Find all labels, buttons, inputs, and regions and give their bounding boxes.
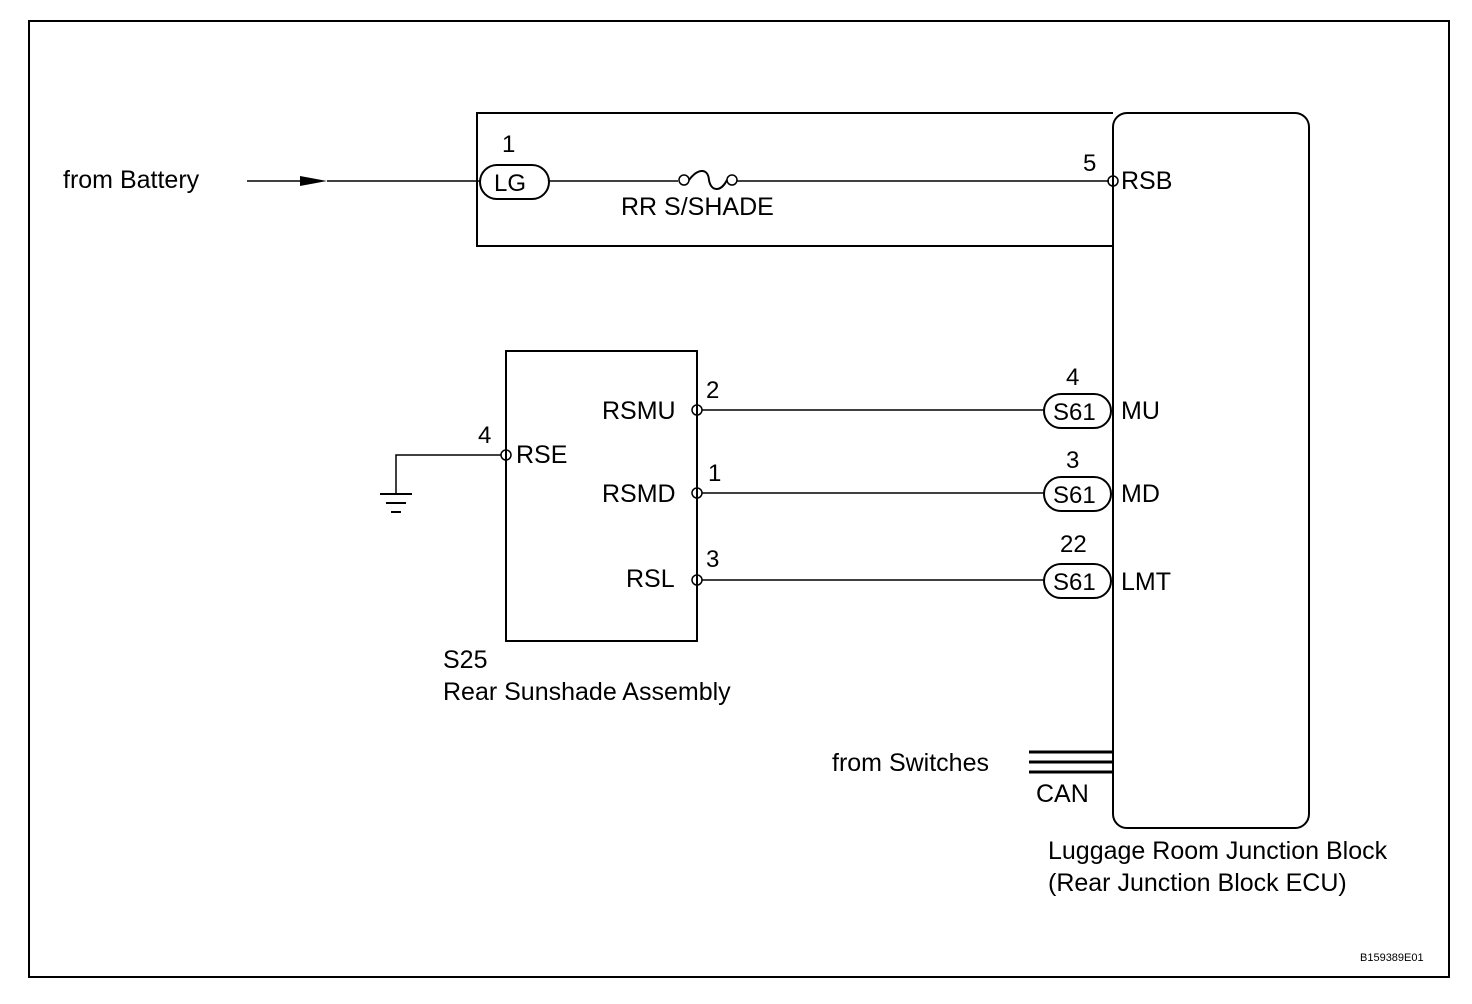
junction-block-subname: (Rear Junction Block ECU) [1048,869,1347,897]
rsmu-label: RSMU [602,397,676,425]
lmt-label: LMT [1121,568,1171,596]
rsb-terminal [1107,175,1119,187]
sunshade-name: Rear Sunshade Assembly [443,678,731,706]
mu-connector-label: S61 [1053,399,1096,426]
lmt-connector [1043,563,1112,599]
rsb-pin-number: 5 [1083,150,1096,177]
sunshade-code: S25 [443,646,487,674]
md-connector-label: S61 [1053,482,1096,509]
lmt-pin-number: 22 [1060,531,1087,558]
ecu-body [1112,112,1310,829]
rse-pin-number: 4 [478,422,491,449]
mu-label: MU [1121,397,1160,425]
fuse-terminal-left [678,174,690,186]
mu-pin-number: 4 [1066,364,1079,391]
ground-wire [395,454,501,494]
rsb-label: RSB [1121,167,1172,195]
from-battery-label: from Battery [63,166,200,194]
rsmd-label: RSMD [602,480,676,508]
lg-connector-label: LG [494,170,526,197]
can-bus-lines [1029,750,1113,774]
lg-pin-number: 1 [502,131,515,158]
rse-label: RSE [516,441,567,469]
rsmu-pin-number: 2 [706,377,719,404]
rsl-label: RSL [626,565,675,593]
lg-connector [479,164,550,200]
md-label: MD [1121,480,1160,508]
md-connector [1043,476,1112,512]
lmt-connector-label: S61 [1053,569,1096,596]
mu-connector [1043,393,1112,429]
junction-block-name: Luggage Room Junction Block [1048,837,1388,865]
rsl-pin-number: 3 [706,546,719,573]
figure-id: B159389E01 [1360,952,1424,964]
battery-arrow-icon [300,176,327,186]
can-label: CAN [1036,780,1089,808]
diagram-frame [28,20,1450,978]
fuse-terminal-right [726,174,738,186]
junction-block-top-box [476,112,1113,247]
fuse-icon [688,170,728,190]
sunshade-assembly-box [505,350,698,642]
fuse-label: RR S/SHADE [621,193,774,221]
ground-icon [380,493,412,513]
md-pin-number: 3 [1066,447,1079,474]
from-switches-label: from Switches [832,749,989,777]
rsmd-pin-number: 1 [708,460,721,487]
